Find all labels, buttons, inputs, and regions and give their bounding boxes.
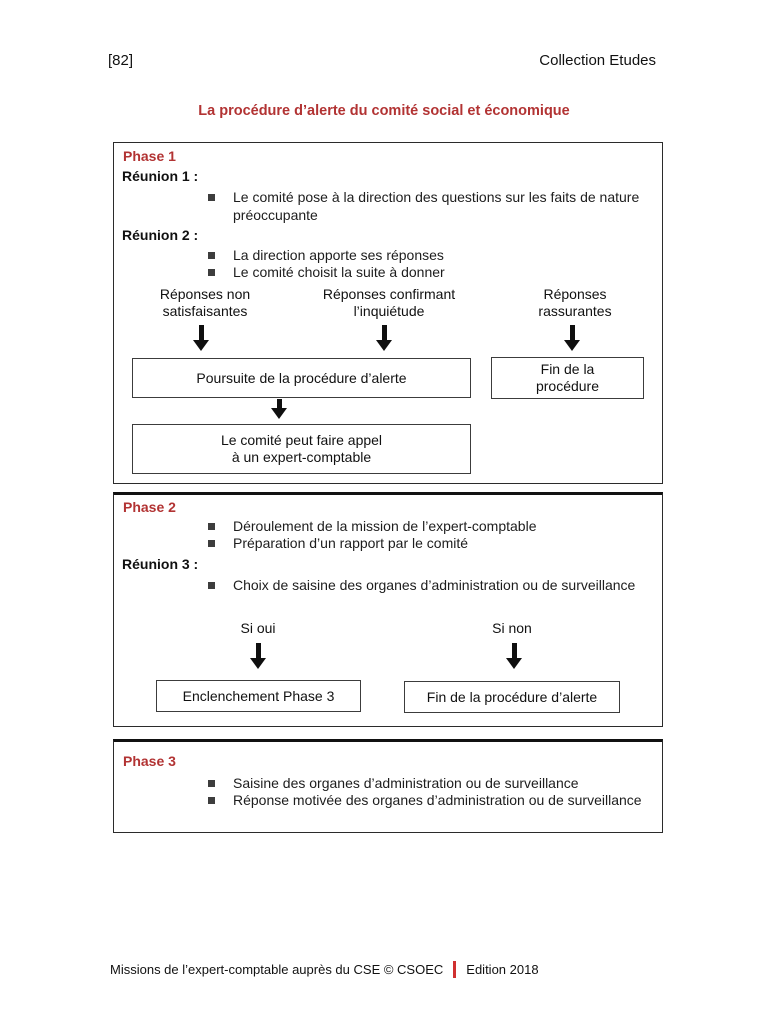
phase2-label: Phase 2 — [123, 499, 176, 515]
bullet-square-icon — [208, 780, 215, 787]
bullet-text: Préparation d’un rapport par le comité — [233, 535, 469, 551]
phase3-label: Phase 3 — [123, 753, 176, 769]
bullet-text: Réponse motivée des organes d’administra… — [233, 792, 642, 808]
flow-box-fin-procedure-alerte: Fin de la procédure d’alerte — [404, 681, 620, 713]
flow-box-expert-comptable: Le comité peut faire appel à un expert-c… — [132, 424, 471, 474]
page-number: [82] — [108, 52, 134, 69]
phase3-section: Phase 3 Saisine des organes d’administra… — [113, 739, 663, 833]
condition-label-no: Si non — [492, 620, 532, 636]
phase2-section: Phase 2 Déroulement de la mission de l’e… — [113, 492, 663, 727]
reunion1-label: Réunion 1 : — [122, 168, 199, 184]
bullet-square-icon — [208, 194, 215, 201]
bullet-text: La direction apporte ses réponses — [233, 247, 444, 263]
bullet-text: Saisine des organes d’administration ou … — [233, 775, 579, 791]
reunion2-label: Réunion 2 : — [122, 227, 199, 243]
list-item: Le comité pose à la direction des questi… — [114, 189, 664, 224]
list-item: Le comité choisit la suite à donner — [114, 264, 664, 282]
phase1-section: Phase 1 Réunion 1 : Le comité pose à la … — [113, 142, 663, 484]
bullet-square-icon — [208, 523, 215, 530]
bullet-text: Le comité pose à la direction des questi… — [233, 189, 640, 223]
phase1-label: Phase 1 — [123, 148, 176, 164]
condition-label-yes: Si oui — [240, 620, 276, 636]
list-item: Saisine des organes d’administration ou … — [114, 775, 664, 793]
bullet-text: Choix de saisine des organes d’administr… — [233, 577, 636, 593]
branch-label-confirming: Réponses confirmant l’inquiétude — [322, 286, 456, 319]
footer-edition: Edition 2018 — [466, 962, 539, 977]
list-item: La direction apporte ses réponses — [114, 247, 664, 265]
collection-header: Collection Etudes — [539, 52, 656, 69]
list-item: Préparation d’un rapport par le comité — [114, 535, 664, 553]
flow-box-enclenchement-phase3: Enclenchement Phase 3 — [156, 680, 361, 712]
flow-box-fin-procedure: Fin de la procédure — [491, 357, 644, 399]
list-item: Choix de saisine des organes d’administr… — [114, 577, 664, 595]
branch-label-reassuring: Réponses rassurantes — [538, 286, 612, 319]
list-item: Déroulement de la mission de l’expert-co… — [114, 518, 664, 536]
down-arrow-icon — [193, 325, 209, 351]
red-separator-bar — [453, 961, 457, 978]
down-arrow-icon — [564, 325, 580, 351]
bullet-text: Le comité choisit la suite à donner — [233, 264, 445, 280]
footer-text: Missions de l’expert-comptable auprès du… — [110, 962, 444, 977]
bullet-square-icon — [208, 797, 215, 804]
bullet-square-icon — [208, 540, 215, 547]
branch-label-unsatisfactory: Réponses non satisfaisantes — [159, 286, 251, 319]
down-arrow-icon — [271, 399, 287, 419]
flow-box-poursuite: Poursuite de la procédure d’alerte — [132, 358, 471, 398]
down-arrow-icon — [250, 643, 266, 669]
down-arrow-icon — [376, 325, 392, 351]
page-title: La procédure d’alerte du comité social e… — [198, 103, 570, 119]
list-item: Réponse motivée des organes d’administra… — [114, 792, 664, 810]
down-arrow-icon — [506, 643, 522, 669]
page-footer: Missions de l’expert-comptable auprès du… — [110, 961, 539, 978]
bullet-square-icon — [208, 582, 215, 589]
bullet-square-icon — [208, 252, 215, 259]
bullet-text: Déroulement de la mission de l’expert-co… — [233, 518, 537, 534]
reunion3-label: Réunion 3 : — [122, 556, 199, 572]
bullet-square-icon — [208, 269, 215, 276]
